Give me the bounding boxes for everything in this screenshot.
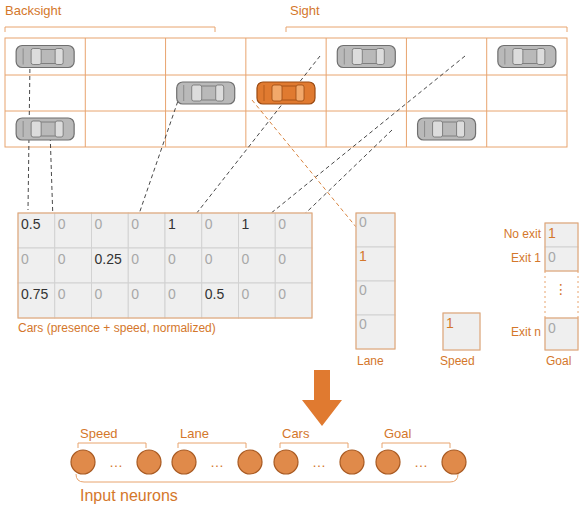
matrix-caption: Cars (presence + speed, normalized) <box>18 322 216 334</box>
down-arrow <box>302 370 342 426</box>
section-label: Backsight <box>5 4 61 17</box>
lane-cell: 0 <box>359 317 367 331</box>
goal-cell: 0 <box>548 250 556 264</box>
goal-row-label: Exit 1 <box>511 252 541 264</box>
ego-car <box>257 82 315 104</box>
ellipsis: … <box>414 455 428 469</box>
group-bracket <box>178 443 246 448</box>
matrix-cell: 0 <box>278 287 286 301</box>
ellipsis: … <box>312 455 326 469</box>
goal-vector <box>545 318 578 350</box>
goal-row-label: No exit <box>504 228 541 240</box>
matrix-cell: 1 <box>242 217 250 231</box>
leader-line <box>270 56 465 214</box>
matrix-cell: 0 <box>58 252 66 266</box>
cars-matrix <box>18 213 312 318</box>
matrix-cell: 1 <box>168 217 176 231</box>
matrix-cell: 0 <box>168 252 176 266</box>
matrix-cell: 0 <box>205 252 213 266</box>
car <box>337 46 395 68</box>
group-label: Cars <box>282 427 309 440</box>
goal-row-label: Exit n <box>511 326 541 338</box>
matrix-cell: 0 <box>205 217 213 231</box>
matrix-cell: 0 <box>131 217 139 231</box>
goal-cell: 1 <box>548 226 556 240</box>
matrix-cell: 0 <box>58 287 66 301</box>
ellipsis: ⋮ <box>554 282 568 296</box>
car <box>498 46 556 68</box>
lane-cell: 1 <box>359 249 367 263</box>
ellipsis: … <box>210 455 224 469</box>
matrix-cell: 0 <box>95 217 103 231</box>
group-bracket <box>78 443 146 448</box>
matrix-cell: 0 <box>242 252 250 266</box>
vector-caption: Lane <box>357 355 384 367</box>
matrix-cell: 0.25 <box>95 252 122 266</box>
goal-gap <box>545 271 546 318</box>
matrix-cell: 0.75 <box>21 287 48 301</box>
matrix-cell: 0 <box>95 287 103 301</box>
matrix-cell: 0 <box>242 287 250 301</box>
input-bracket <box>76 474 458 482</box>
goal-gap <box>578 271 579 318</box>
matrix-cell: 0 <box>131 252 139 266</box>
car <box>177 82 235 104</box>
goal-vector <box>545 223 578 271</box>
matrix-cell: 0.5 <box>205 287 224 301</box>
ellipsis: … <box>109 455 123 469</box>
matrix-cell: 0 <box>58 217 66 231</box>
matrix-cell: 0 <box>131 287 139 301</box>
vector-caption: Goal <box>546 355 571 367</box>
group-label: Goal <box>384 427 411 440</box>
input-neurons <box>71 450 466 474</box>
group-label: Lane <box>180 427 209 440</box>
car <box>16 118 74 140</box>
group-bracket <box>382 443 450 448</box>
backsight-bracket <box>5 27 215 32</box>
group-bracket <box>280 443 348 448</box>
speed-cell <box>443 313 480 350</box>
group-caption: Input neurons <box>80 488 178 504</box>
road-grid <box>5 38 567 147</box>
car <box>418 118 476 140</box>
lane-vector <box>356 213 395 349</box>
matrix-cell: 0 <box>21 252 29 266</box>
lane-cell: 0 <box>359 283 367 297</box>
speed-value: 1 <box>446 316 454 330</box>
vector-caption: Speed <box>440 355 475 367</box>
matrix-cell: 0 <box>168 287 176 301</box>
matrix-cell: 0 <box>278 217 286 231</box>
leader-line <box>196 56 320 214</box>
sight-bracket <box>286 27 567 32</box>
lane-cell: 0 <box>359 215 367 229</box>
matrix-cell: 0 <box>278 252 286 266</box>
car <box>16 46 74 68</box>
matrix-cell: 0.5 <box>21 217 40 231</box>
goal-cell: 0 <box>548 321 556 335</box>
group-label: Speed <box>80 427 118 440</box>
section-label: Sight <box>290 4 320 17</box>
